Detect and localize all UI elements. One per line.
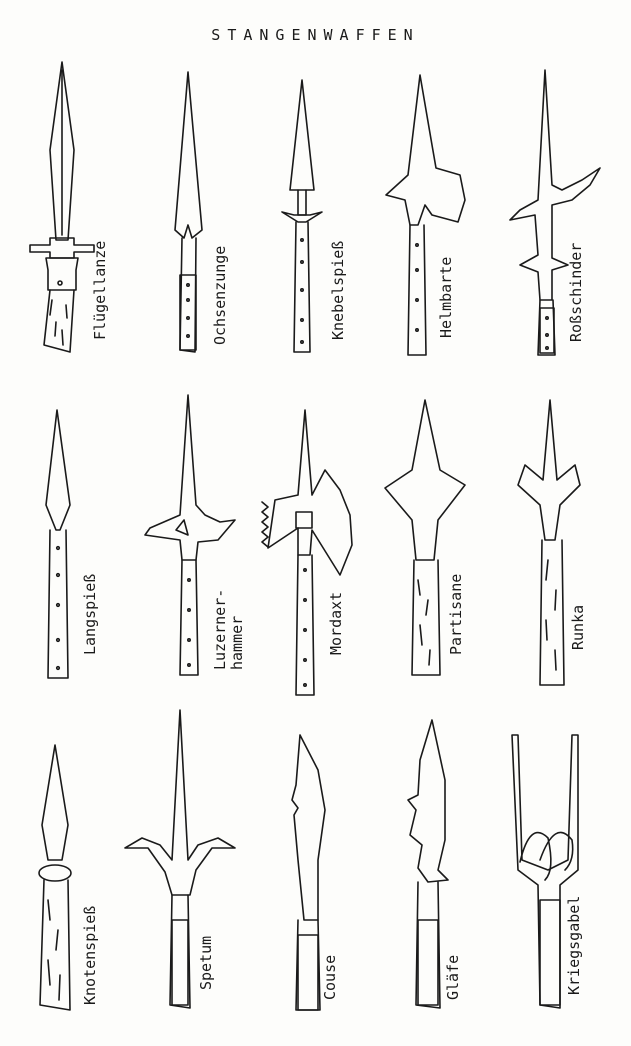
weapon-long-spear xyxy=(46,410,70,678)
label-couse: Couse xyxy=(322,955,339,1000)
weapon-ox-tongue xyxy=(175,72,202,352)
label-winged-lance: Flügellanze xyxy=(92,241,109,340)
label-knotted-spear: Knotenspieß xyxy=(82,906,99,1005)
weapon-winged-lance xyxy=(30,62,94,352)
weapon-spetum xyxy=(125,710,235,1008)
label-long-spear: Langspieß xyxy=(82,574,99,655)
label-halberd: Helmbarte xyxy=(438,257,455,338)
label-poleaxe: Mordaxt xyxy=(328,592,345,655)
label-spetum: Spetum xyxy=(198,936,215,990)
label-ox-tongue: Ochsenzunge xyxy=(212,246,229,345)
weapon-toggle-spear xyxy=(282,80,322,352)
label-lucerne-hammer: Luzerner-hammer xyxy=(212,589,246,670)
label-toggle-spear: Knebelspieß xyxy=(330,241,347,340)
label-ranseur: Runka xyxy=(570,605,587,650)
label-horse-flayer: Roßschinder xyxy=(568,243,585,342)
label-war-fork: Kriegsgabel xyxy=(566,896,583,995)
weapon-knotted-spear xyxy=(39,745,71,1010)
weapon-horse-flayer xyxy=(510,70,600,355)
label-glaive: Gläfe xyxy=(445,955,462,1000)
weapon-glaive xyxy=(408,720,448,1008)
label-partisan: Partisane xyxy=(448,574,465,655)
